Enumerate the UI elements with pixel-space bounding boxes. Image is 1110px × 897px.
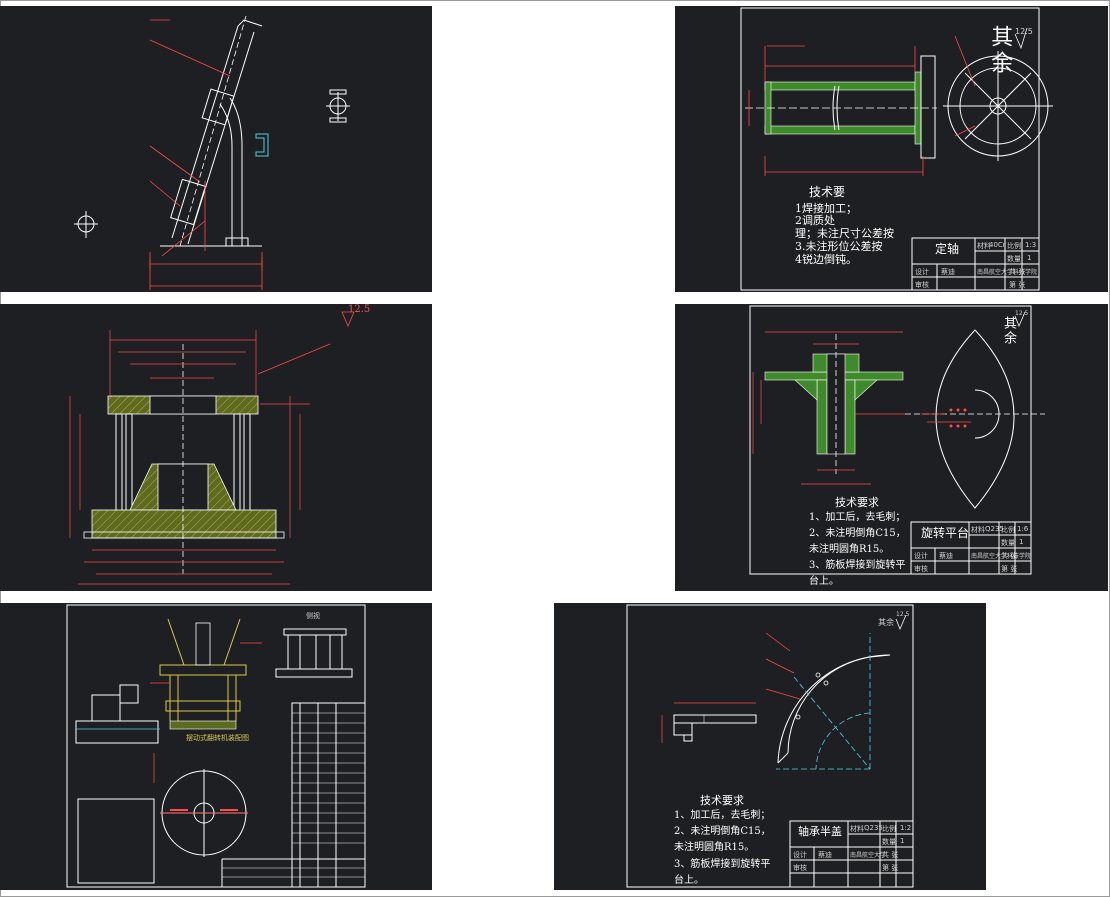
scale-value: 1:3 bbox=[1025, 241, 1037, 249]
part-name: 轴承半盖 bbox=[798, 825, 842, 838]
bearing-cover-drawing bbox=[626, 604, 914, 888]
tech-line: 3、筋板焊接到旋转平 bbox=[674, 859, 771, 870]
sheet-mold-section[interactable]: 12.5 bbox=[0, 304, 432, 591]
tech-heading: 技术要求 bbox=[835, 496, 879, 509]
roughness-value: 12.5 bbox=[1015, 27, 1033, 36]
material-label: 材料 bbox=[971, 526, 985, 534]
scale-value: 1:2 bbox=[900, 824, 912, 832]
tech-line: 1焊接加工； bbox=[795, 202, 857, 215]
tech-line: 3.未注形位公差按 bbox=[795, 240, 883, 253]
sheet-total: 共 张 bbox=[1009, 268, 1026, 276]
material-value: Q235 bbox=[985, 525, 1004, 533]
school-name: 南昌航空大学科技学院 bbox=[971, 553, 1032, 560]
designer-name: 蔡迪 bbox=[939, 552, 953, 560]
qty-value: 1 bbox=[1027, 254, 1032, 262]
tech-line: 1、加工后，去毛刺； bbox=[809, 512, 906, 523]
tech-line: 台上。 bbox=[674, 875, 704, 886]
rest-mark: 其余 bbox=[878, 618, 894, 627]
qty-value: 1 bbox=[1019, 538, 1024, 546]
sheet-general-assembly[interactable]: 侧视 摆动式翻转机装配图 bbox=[0, 603, 432, 890]
tech-line: 4锐边倒钝。 bbox=[795, 253, 857, 266]
tech-line: 理；未注尺寸公差按 bbox=[795, 227, 894, 240]
general-assembly-drawing bbox=[66, 604, 366, 888]
material-value: Q235 bbox=[864, 824, 883, 832]
material-value: 40Cr bbox=[989, 241, 1006, 249]
sheet-rotary-platform[interactable]: 其余 12.5 技术要求 1、加工后，去毛刺； 2、未注明倒角C15， 未注明圆… bbox=[675, 304, 1108, 591]
tech-line: 未注明圆角R15。 bbox=[809, 544, 890, 555]
tech-heading: 技术要 bbox=[809, 185, 846, 199]
drawing-caption: 摆动式翻转机装配图 bbox=[186, 734, 249, 742]
part-name: 旋转平台 bbox=[921, 526, 970, 540]
side-view-title: 侧视 bbox=[306, 612, 320, 620]
sheet-total: 共 张 bbox=[882, 851, 899, 859]
tech-line: 1、加工后，去毛刺； bbox=[674, 810, 771, 821]
material-label: 材料 bbox=[850, 825, 864, 833]
sheet-number: 第 张 bbox=[1009, 281, 1026, 289]
qty-label: 数量 bbox=[1001, 539, 1015, 547]
rest-mark: 其余 bbox=[987, 25, 1013, 77]
roughness-value: 12.5 bbox=[896, 611, 910, 618]
part-name: 定轴 bbox=[935, 242, 960, 256]
qty-label: 数量 bbox=[882, 838, 896, 846]
qty-label: 数量 bbox=[1007, 255, 1021, 263]
tech-line: 2、未注明倒角C15， bbox=[674, 826, 771, 837]
sheet-total: 共 张 bbox=[1001, 552, 1018, 560]
roughness-value: 12.5 bbox=[348, 304, 371, 315]
frame-assembly-drawing bbox=[74, 15, 350, 290]
designer-name: 蔡迪 bbox=[818, 851, 832, 859]
sheet-number: 第 张 bbox=[1001, 565, 1018, 573]
scale-value: 1:6 bbox=[1017, 525, 1029, 533]
scale-label: 比例 bbox=[1001, 526, 1015, 534]
scale-label: 比例 bbox=[882, 825, 896, 833]
design-label: 设计 bbox=[793, 851, 807, 859]
qty-value: 1 bbox=[900, 837, 905, 845]
tech-line: 2调质处 bbox=[795, 214, 835, 227]
mold-section-drawing bbox=[69, 311, 355, 585]
tech-line: 未注明圆角R15。 bbox=[674, 842, 755, 853]
fixed-shaft-drawing bbox=[740, 7, 1053, 291]
rest-mark: 其余 bbox=[1000, 316, 1016, 346]
design-label: 设计 bbox=[914, 552, 928, 560]
scale-label: 比例 bbox=[1007, 242, 1021, 250]
sheet-bearing-cover[interactable]: 其余 12.5 技术要求 1、加工后，去毛刺； 2、未注明倒角C15， 未注明圆… bbox=[554, 603, 986, 890]
sheet-number: 第 张 bbox=[882, 864, 899, 872]
roughness-value: 12.5 bbox=[1015, 310, 1029, 317]
tech-line: 3、筋板焊接到旋转平 bbox=[809, 560, 906, 571]
review-label: 审核 bbox=[793, 864, 807, 872]
review-label: 审核 bbox=[915, 281, 929, 289]
tech-line: 2、未注明倒角C15， bbox=[809, 528, 906, 539]
school-name: 南昌航空大学 bbox=[850, 852, 887, 859]
tech-line: 台上。 bbox=[809, 576, 839, 587]
designer-name: 蔡迪 bbox=[941, 268, 955, 276]
review-label: 审核 bbox=[914, 565, 928, 573]
design-label: 设计 bbox=[915, 268, 929, 276]
material-label: 材料 bbox=[977, 242, 991, 250]
rotary-platform-drawing bbox=[749, 305, 1045, 575]
school-name: 南昌航空大学科技学院 bbox=[977, 269, 1038, 276]
sheet-frame-assembly[interactable] bbox=[0, 6, 432, 292]
sheet-fixed-shaft[interactable]: 其余 12.5 技术要 1焊接加工； 2调质处 理；未注尺寸公差按 3.未注形位… bbox=[675, 6, 1108, 292]
tech-heading: 技术要求 bbox=[700, 794, 744, 807]
